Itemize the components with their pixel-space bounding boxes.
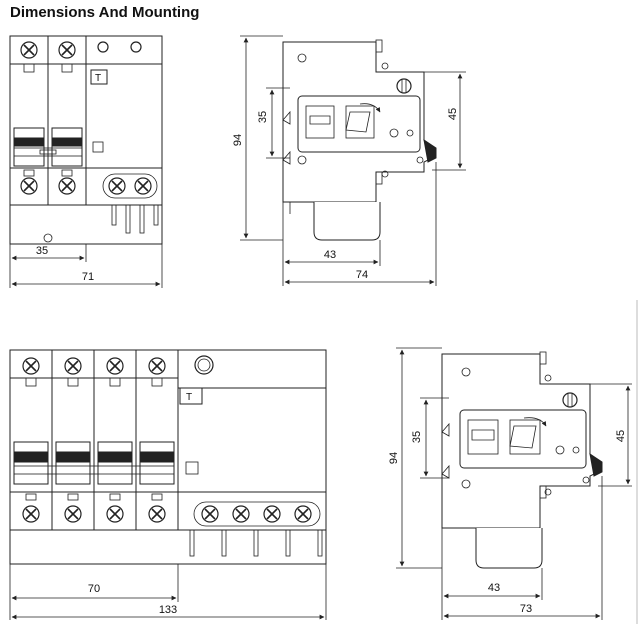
dim-rail: 35: [411, 431, 423, 443]
dim-width-poles: 70: [88, 583, 100, 595]
page-title: Dimensions And Mounting: [10, 4, 200, 21]
breaker-toggle-lever: [13, 441, 175, 485]
top-side-view: 94 35 45 43 74: [232, 35, 466, 286]
test-button-label: T: [186, 392, 192, 403]
dim-height: 94: [388, 452, 400, 464]
breaker-toggle-lever: [13, 127, 83, 167]
test-button: [90, 69, 108, 85]
dim-depth-front: 43: [324, 249, 336, 261]
dim-rail: 35: [257, 111, 269, 123]
dim-height: 94: [232, 134, 244, 146]
bottom-front-view: T: [9, 349, 327, 620]
dim-depth-total: 73: [520, 603, 532, 615]
bottom-side-view: 94 35 45 43 73: [388, 347, 632, 620]
test-button: [179, 387, 203, 405]
dim-front: 45: [615, 430, 627, 442]
dim-width-total: 133: [159, 604, 177, 616]
dim-width-total: 71: [82, 271, 94, 283]
dim-depth-front: 43: [488, 582, 500, 594]
dim-front: 45: [447, 108, 459, 120]
top-front-view: T 35 71: [9, 35, 163, 288]
test-button-label: T: [95, 73, 101, 84]
dim-depth-total: 74: [356, 269, 368, 281]
dim-width-poles: 35: [36, 245, 48, 257]
